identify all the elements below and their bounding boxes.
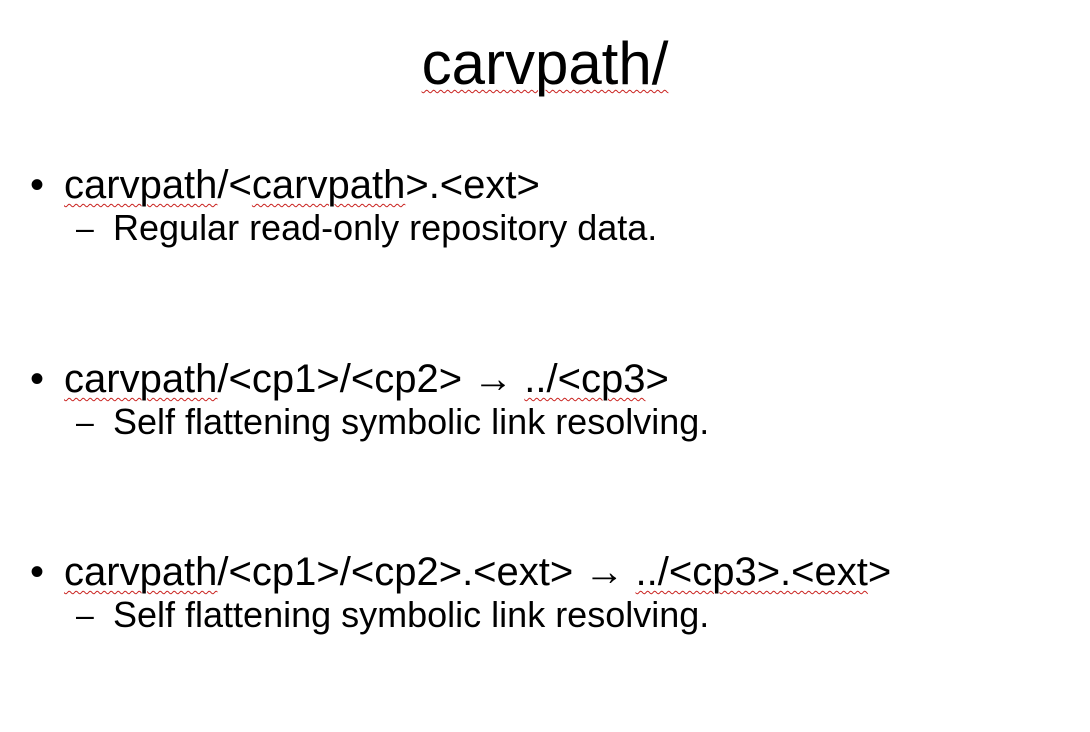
path-fragment: > [645,357,669,401]
spell-flagged-word: ../<cp3 [524,357,646,401]
spell-flagged-word: ../<cp3>.<ext [635,550,868,594]
sub-bullet-marker: – [76,210,94,246]
bullet-marker: • [30,357,45,401]
spell-flagged-word: carvpath [64,550,218,594]
sub-bullet-marker: – [76,404,94,440]
spell-flagged-word: carvpath [251,163,406,207]
sub-bullet-marker: – [76,597,94,633]
slide-title-text: carvpath/ [421,30,669,97]
sub-bullet-text: Self flattening symbolic link resolving. [113,401,710,442]
sub-bullet-text: Self flattening symbolic link resolving. [113,594,710,635]
path-fragment: >.<ext> [405,163,540,207]
bullet-text: carvpath/<cp1>/<cp2> → ../<cp3> [64,352,669,406]
bullet-text: carvpath/<cp1>/<cp2>.<ext> → ../<cp3>.<e… [64,545,891,599]
bullet-text: carvpath/<carvpath>.<ext> [64,158,540,212]
bullet-marker: • [30,163,45,207]
spell-flagged-word: carvpath [64,163,218,207]
path-fragment: /<cp1>/<cp2>.<ext> → [217,550,636,594]
path-fragment: > [867,550,892,594]
sub-bullet-text: Regular read-only repository data. [113,207,658,248]
path-fragment: /< [217,163,252,207]
spell-flagged-word: carvpath [64,357,218,401]
bullet-marker: • [30,550,45,594]
slide-title: carvpath/ [0,24,1090,104]
path-fragment: /<cp1>/<cp2> → [217,357,525,401]
